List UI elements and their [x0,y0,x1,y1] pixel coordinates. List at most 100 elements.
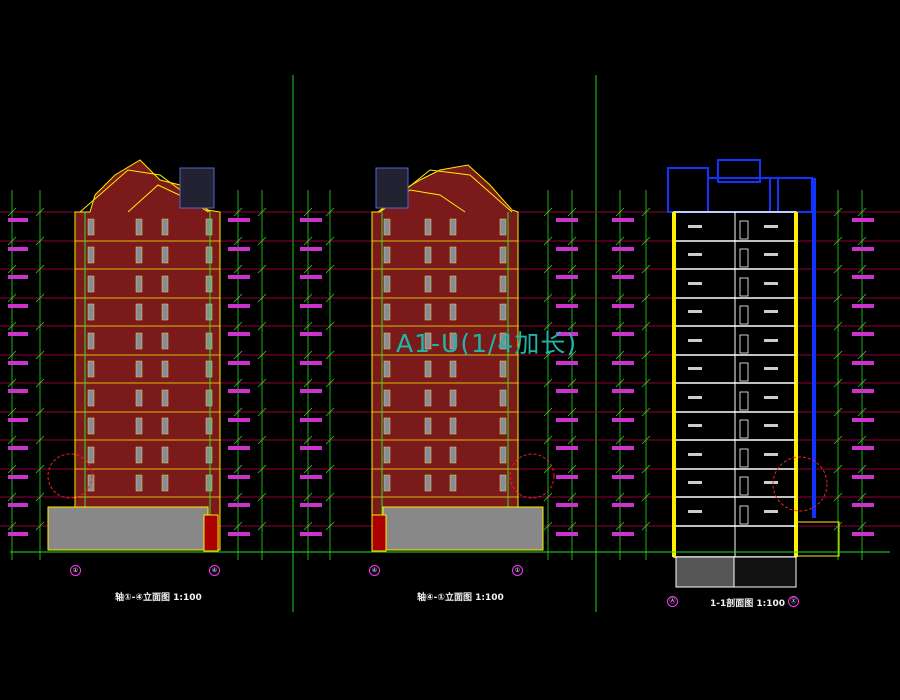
level-marker [228,446,250,450]
window [449,417,457,435]
dimension-tick [567,521,577,531]
level-marker [8,475,28,479]
level-marker [8,218,28,222]
level-marker [612,304,634,308]
section-window [739,362,749,382]
level-marker [8,361,28,365]
dimension-tick [325,350,335,360]
window [205,446,213,464]
level-marker [300,475,322,479]
level-marker [556,332,578,336]
level-marker [8,304,28,308]
window [161,360,169,378]
dimension-tick [7,435,17,445]
dimension-tick [833,236,843,246]
window [383,474,391,492]
dimension-tick [567,350,577,360]
dimension-tick [833,264,843,274]
window [87,275,95,293]
dimension-tick [257,293,267,303]
window [205,389,213,407]
dimension-tick [567,293,577,303]
dimension-tick [35,521,45,531]
level-marker [228,247,250,251]
dimension-tick [233,207,243,217]
dimension-tick [257,207,267,217]
room-label-mark [764,396,778,399]
left-elevation-caption: 轴①-④立面图 1:100 [115,593,202,603]
dimension-tick [567,207,577,217]
level-marker [612,532,634,536]
window [135,218,143,236]
window [499,389,507,407]
window [499,332,507,350]
room-label-mark [688,253,702,256]
room-label-mark [688,339,702,342]
dimension-tick [35,321,45,331]
dimension-tick [833,321,843,331]
window [135,303,143,321]
level-marker [300,389,322,393]
dimension-tick [35,464,45,474]
dimension-tick [833,207,843,217]
dimension-tick [35,293,45,303]
window [449,360,457,378]
level-marker [612,247,634,251]
window [499,446,507,464]
section-window [739,448,749,468]
dimension-tick [7,207,17,217]
section-window [739,277,749,297]
dimension-tick [303,264,313,274]
dimension-tick [641,350,651,360]
dimension-tick [543,407,553,417]
window [449,303,457,321]
window [424,389,432,407]
level-marker [8,503,28,507]
level-marker [852,361,874,365]
room-label-mark [688,424,702,427]
dimension-tick [641,492,651,502]
dimension-tick [35,407,45,417]
window [424,446,432,464]
dimension-tick [833,350,843,360]
dimension-tick [325,321,335,331]
dimension-tick [615,207,625,217]
window [424,474,432,492]
room-label-mark [764,253,778,256]
dimension-tick [857,464,867,474]
level-marker [556,218,578,222]
room-label-mark [764,310,778,313]
dimension-tick [233,492,243,502]
level-marker [228,418,250,422]
level-marker [228,389,250,393]
level-marker [556,446,578,450]
dimension-tick [257,407,267,417]
window [383,218,391,236]
section-caption: 1-1剖面图 1:100 [710,599,786,609]
window [161,218,169,236]
level-marker [300,418,322,422]
dimension-tick [543,521,553,531]
dimension-tick [233,236,243,246]
window [424,218,432,236]
window [135,360,143,378]
dimension-tick [233,264,243,274]
dimension-tick [567,464,577,474]
dimension-tick [325,236,335,246]
window [205,218,213,236]
dimension-chains [7,190,874,560]
level-marker [300,332,322,336]
dimension-tick [543,350,553,360]
dimension-tick [641,435,651,445]
level-marker [852,389,874,393]
dimension-tick [303,464,313,474]
section-window [739,305,749,325]
middle-elevation-caption: 轴④-①立面图 1:100 [417,593,504,603]
level-marker [8,389,28,393]
level-marker [612,361,634,365]
window [499,303,507,321]
level-marker [556,275,578,279]
level-marker [300,361,322,365]
window [161,246,169,264]
room-label-mark [688,453,702,456]
